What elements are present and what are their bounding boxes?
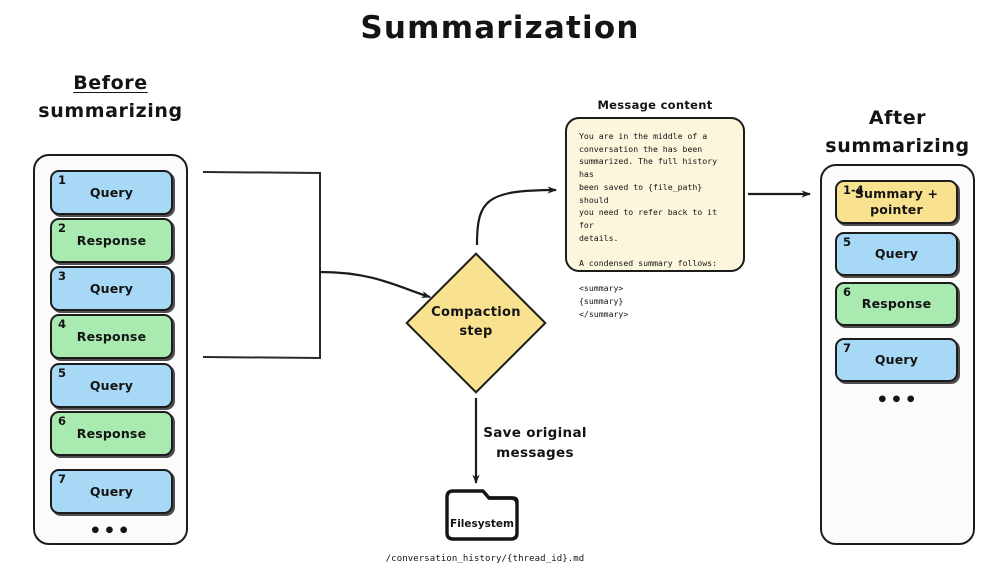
after-ellipsis: ••• xyxy=(876,389,919,411)
arrow-compaction-to-message-content xyxy=(475,186,558,246)
before-message-1-label: Query xyxy=(89,184,134,200)
message-content-body: You are in the middle of a conversation … xyxy=(579,131,718,319)
after-message-5-label: Query xyxy=(874,246,919,262)
filesystem-path: /conversation_history/{thread_id}.md xyxy=(385,554,585,564)
before-heading-line-2: summarizing xyxy=(38,99,183,122)
before-message-3-label: Query xyxy=(89,280,134,296)
compaction-label-line-2: step xyxy=(459,324,493,339)
compaction-step-label: Compaction step xyxy=(405,252,547,394)
page-title: Summarization xyxy=(360,10,640,46)
before-message-3-number: 3 xyxy=(58,269,67,283)
group-bracket-1-to-4 xyxy=(202,171,321,360)
filesystem-label: Filesystem xyxy=(450,518,514,530)
message-content-card: You are in the middle of a conversation … xyxy=(565,117,745,319)
after-message-summary-number: 1-4 xyxy=(843,183,864,197)
before-message-4-number: 4 xyxy=(58,317,67,331)
after-heading-line-1: After xyxy=(868,107,927,129)
message-content-label: Message content xyxy=(597,98,713,112)
before-message-1[interactable]: 1 Query xyxy=(50,170,173,215)
after-message-5-number: 5 xyxy=(843,235,852,249)
before-message-3[interactable]: 3 Query xyxy=(50,266,173,311)
after-heading-line-2: summarizing xyxy=(825,134,970,157)
before-summarizing-heading: Before summarizing xyxy=(18,70,203,125)
before-message-2-number: 2 xyxy=(58,221,67,235)
before-message-5-number: 5 xyxy=(58,366,67,380)
folder-icon xyxy=(445,489,519,541)
before-heading-line-1: Before xyxy=(73,72,148,94)
after-message-6-number: 6 xyxy=(843,285,852,299)
before-message-7-number: 7 xyxy=(58,472,67,486)
after-message-6[interactable]: 6 Response xyxy=(835,282,958,326)
compaction-label-line-1: Compaction xyxy=(431,305,521,321)
before-message-5-label: Query xyxy=(89,377,134,393)
before-message-5[interactable]: 5 Query xyxy=(50,363,173,408)
save-label-line-1: Save original xyxy=(483,425,587,441)
after-message-6-label: Response xyxy=(861,296,932,312)
before-message-7[interactable]: 7 Query xyxy=(50,469,173,514)
before-message-6[interactable]: 6 Response xyxy=(50,411,173,456)
after-message-summary-label: Summary + pointer xyxy=(854,186,939,217)
after-message-7[interactable]: 7 Query xyxy=(835,338,958,382)
compaction-step-node[interactable]: Compaction step xyxy=(405,252,547,394)
after-message-5[interactable]: 5 Query xyxy=(835,232,958,276)
before-message-4[interactable]: 4 Response xyxy=(50,314,173,359)
before-message-6-number: 6 xyxy=(58,414,67,428)
before-ellipsis: ••• xyxy=(89,520,132,542)
save-original-messages-label: Save original messages xyxy=(470,424,600,463)
before-thread-container: 1 Query 2 Response 3 Query 4 Response 5 … xyxy=(33,154,188,545)
after-message-summary[interactable]: 1-4 Summary + pointer xyxy=(835,180,958,224)
before-message-1-number: 1 xyxy=(58,173,67,187)
before-message-7-label: Query xyxy=(89,483,134,499)
after-message-7-number: 7 xyxy=(843,341,852,355)
after-thread-container: 1-4 Summary + pointer 5 Query 6 Response… xyxy=(820,164,975,545)
after-message-7-label: Query xyxy=(874,352,919,368)
before-message-6-label: Response xyxy=(76,425,147,441)
before-message-2[interactable]: 2 Response xyxy=(50,218,173,263)
after-summarizing-heading: After summarizing xyxy=(805,105,990,160)
before-message-2-label: Response xyxy=(76,232,147,248)
before-message-4-label: Response xyxy=(76,328,147,344)
save-label-line-2: messages xyxy=(496,444,574,461)
filesystem-node[interactable]: Filesystem xyxy=(443,487,521,543)
